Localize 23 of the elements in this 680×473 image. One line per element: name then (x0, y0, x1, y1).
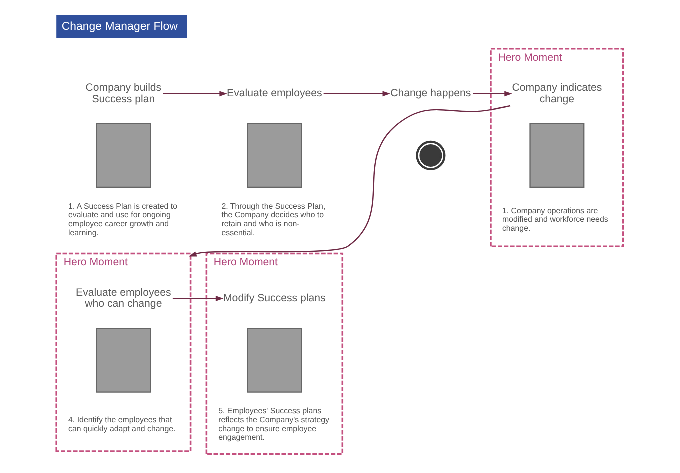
node-label: 4. Identify the employees that can quickly adapt and change. (68, 416, 176, 434)
node-label: 1. A Success Plan is created to evaluate and use for ongoing employee career growth and learning. (68, 202, 178, 238)
node-text: Change happens (390, 88, 472, 100)
node-label: 2. Through the Success Plan, the Company decides who to retain and who is non-essential. (222, 202, 326, 238)
node-text: Evaluate employees (227, 88, 322, 100)
arrow (172, 296, 224, 302)
node-text: Modify Success plans (224, 292, 326, 304)
arrow (189, 105, 511, 257)
diagram-title: Change Manager Flow (62, 20, 178, 33)
node-text: Company indicates change (512, 82, 602, 106)
node-label: 1. Company operations are modified and workforce needs change. (502, 206, 608, 233)
node-text: Evaluate employees who can change (76, 286, 172, 310)
arrow (324, 91, 391, 97)
arrow (164, 91, 228, 97)
node-person (416, 140, 446, 170)
node-box (96, 328, 152, 393)
node-text: Company builds Success plan (86, 82, 162, 106)
node-box (530, 123, 585, 188)
node-label: 5. Employees' Success plans reflects the Company's strategy change to ensure employee engagement. (218, 406, 330, 442)
node-box (247, 123, 302, 188)
node-box (247, 328, 302, 393)
arrow (473, 91, 512, 97)
node-box (96, 123, 152, 188)
